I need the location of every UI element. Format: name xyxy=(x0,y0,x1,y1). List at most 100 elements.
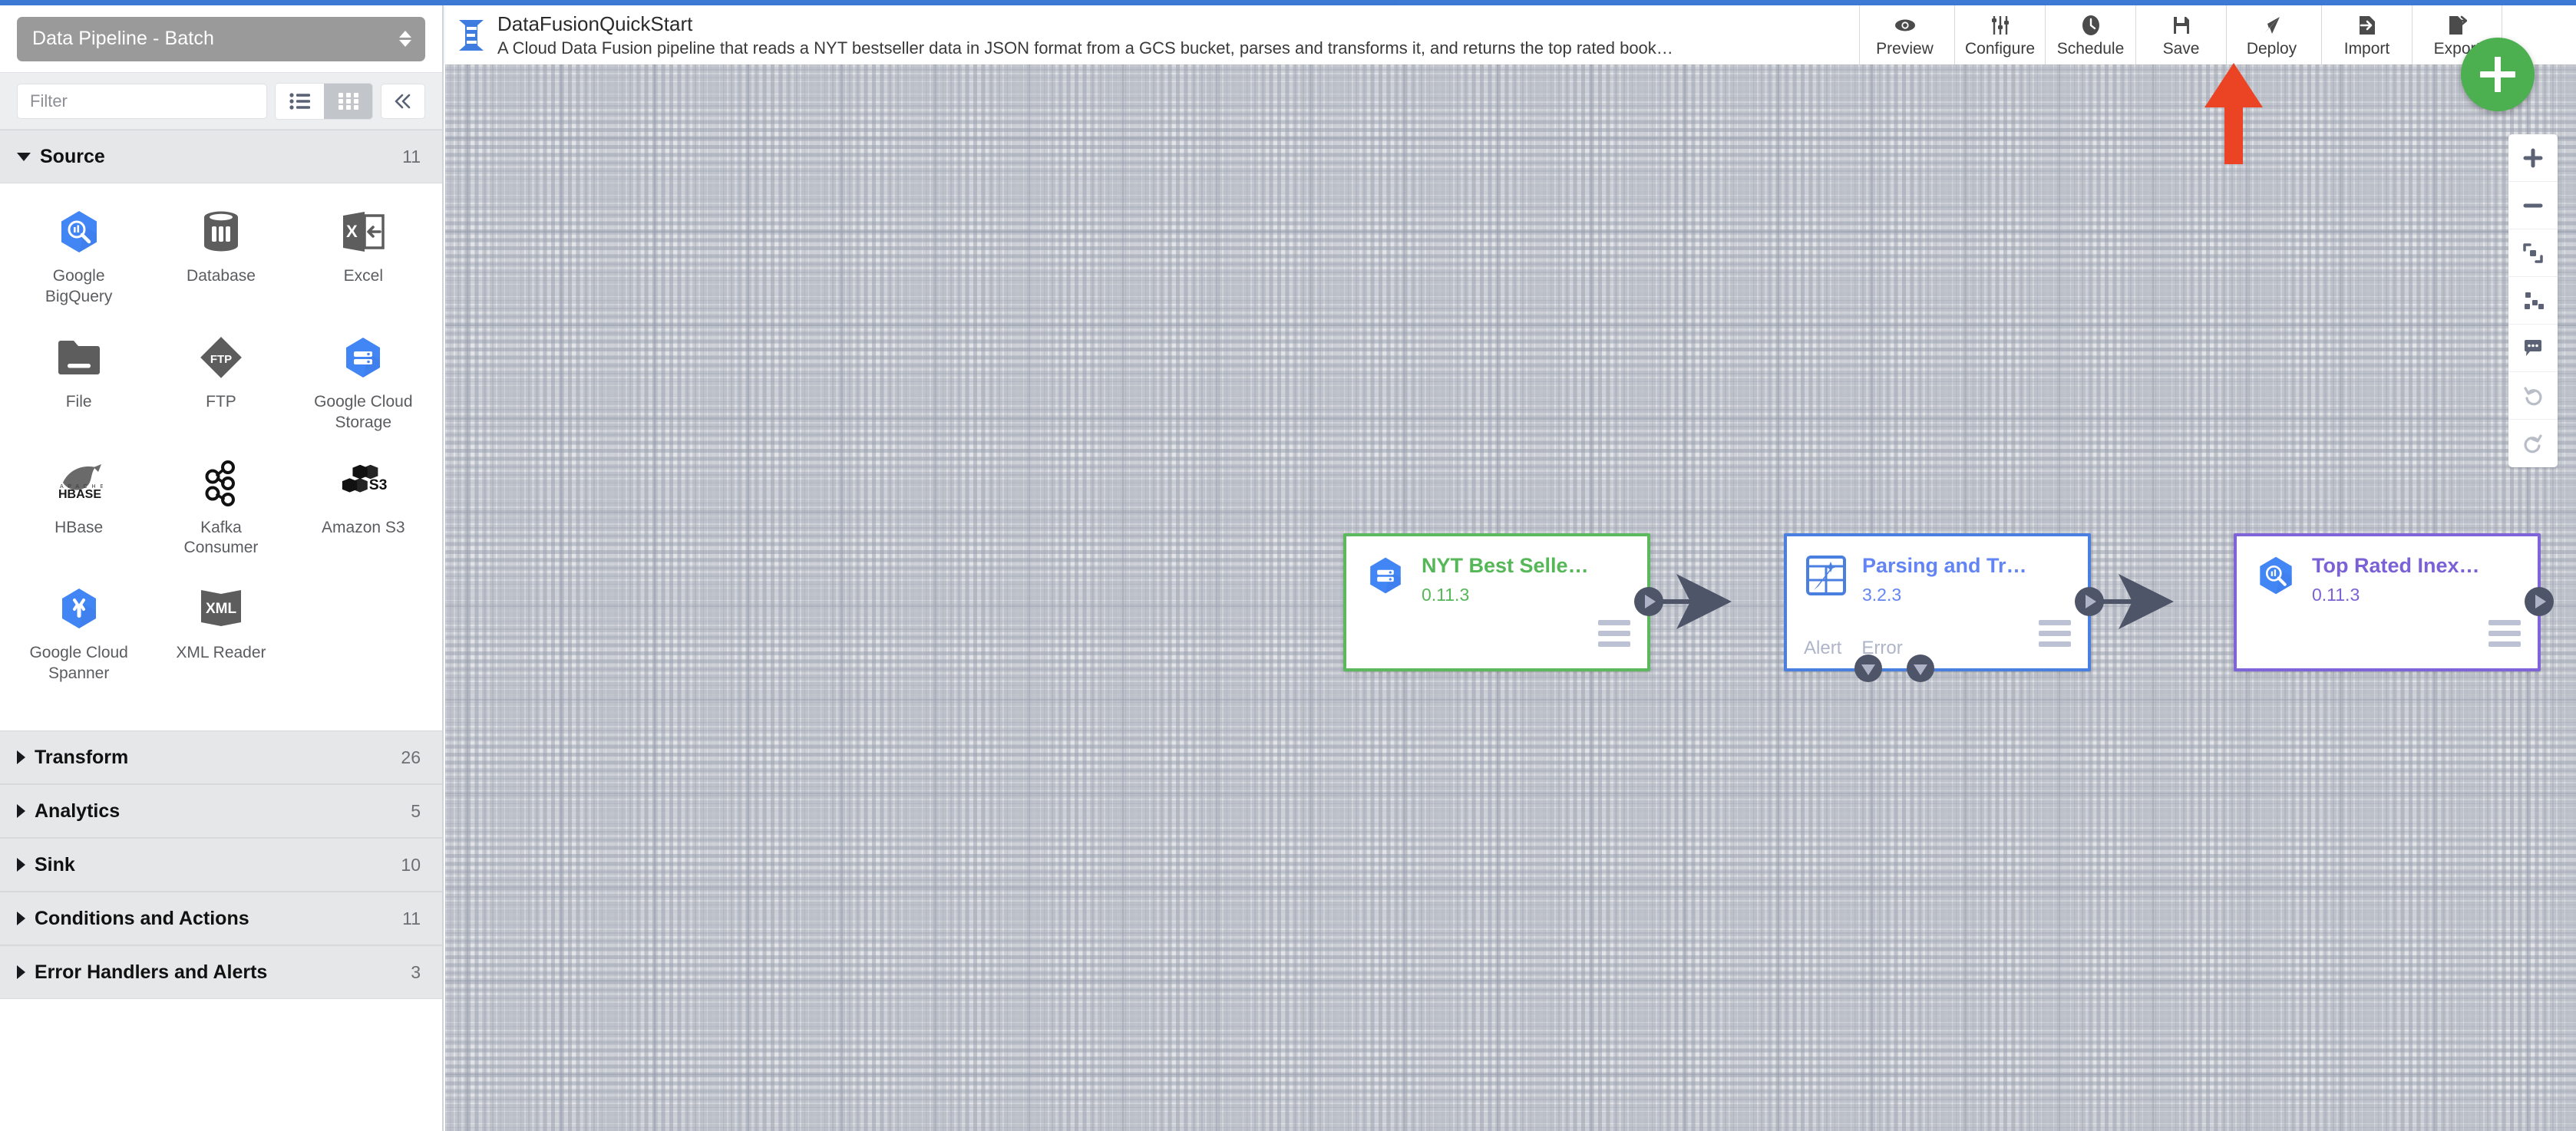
configure-button[interactable]: Configure xyxy=(1954,5,2045,64)
double-chevron-left-icon[interactable] xyxy=(381,83,425,119)
group-count: 11 xyxy=(402,908,421,928)
red-up-arrow-annotation xyxy=(2204,63,2263,164)
xml-reader-icon: XML xyxy=(197,585,245,632)
node-sink-output-port[interactable] xyxy=(2525,587,2554,616)
chevron-right-icon xyxy=(17,858,25,872)
pipeline-node-sink[interactable]: Top Rated Inex… 0.11.3 xyxy=(2234,533,2541,671)
pipeline-node-transform[interactable]: Parsing and Tr… 3.2.3 Alert Error xyxy=(1784,533,2091,671)
paper-plane-icon xyxy=(2261,15,2283,36)
node-title: NYT Best Selle… xyxy=(1422,554,1589,577)
chevron-right-icon xyxy=(17,804,25,818)
pipeline-header: DataFusionQuickStart A Cloud Data Fusion… xyxy=(445,5,2576,64)
wrangler-icon xyxy=(1805,555,1847,596)
list-view-icon[interactable] xyxy=(276,83,324,119)
plugin-group-header-transform[interactable]: Transform 26 xyxy=(0,730,442,784)
chevron-right-icon xyxy=(17,750,25,764)
plugin-kafka-consumer[interactable]: Kafka Consumer xyxy=(150,452,292,570)
group-name: Error Handlers and Alerts xyxy=(35,961,268,983)
action-label: Configure xyxy=(1964,40,2036,58)
plugin-google-cloud-spanner[interactable]: Google Cloud Spanner xyxy=(8,577,150,695)
google-bigquery-icon xyxy=(55,208,103,256)
node-transform-output-port[interactable] xyxy=(2075,587,2104,616)
pipeline-type-row: Data Pipeline - Batch xyxy=(0,5,442,73)
zoom-out-button[interactable] xyxy=(2508,182,2558,229)
group-name: Conditions and Actions xyxy=(35,907,249,929)
undo-button[interactable] xyxy=(2508,372,2558,420)
plugin-hbase[interactable]: A P A C H E HBASE HBase xyxy=(8,452,150,570)
google-cloud-storage-icon xyxy=(339,334,387,381)
node-source-output-port[interactable] xyxy=(1634,587,1663,616)
plugin-group-header-conditions-and-actions[interactable]: Conditions and Actions 11 xyxy=(0,892,442,945)
plugin-group-header-sink[interactable]: Sink 10 xyxy=(0,838,442,892)
hamburger-menu-icon[interactable] xyxy=(2039,620,2071,647)
pipeline-node-source[interactable]: NYT Best Selle… 0.11.3 xyxy=(1343,533,1650,671)
filter-input[interactable] xyxy=(17,83,267,119)
plugin-group-header-analytics[interactable]: Analytics 5 xyxy=(0,784,442,838)
align-nodes-button[interactable] xyxy=(2508,277,2558,325)
svg-text:S3: S3 xyxy=(369,476,387,493)
node-version: 0.11.3 xyxy=(1422,584,1470,605)
file-folder-icon xyxy=(55,334,103,381)
plugin-label: Kafka Consumer xyxy=(183,518,259,557)
import-arrow-icon xyxy=(2357,15,2377,36)
add-plugin-fab[interactable] xyxy=(2461,38,2535,111)
export-arrow-icon xyxy=(2447,15,2467,36)
grid-view-icon[interactable] xyxy=(324,83,372,119)
node-version: 3.2.3 xyxy=(1862,584,1902,605)
chevron-right-icon xyxy=(17,965,25,979)
group-count: 11 xyxy=(402,146,421,167)
comment-bubble-button[interactable] xyxy=(2508,325,2558,372)
plugin-label: Excel xyxy=(343,267,383,285)
google-bigquery-icon xyxy=(2255,555,2297,596)
node-error-ports: Alert Error xyxy=(1804,638,1903,659)
group-name: Transform xyxy=(35,746,129,768)
plugin-group-header-source[interactable]: Source 11 xyxy=(0,130,442,183)
node-error-port[interactable] xyxy=(1907,655,1934,682)
plugin-excel[interactable]: X Excel xyxy=(292,200,434,318)
hamburger-menu-icon[interactable] xyxy=(2488,620,2521,647)
plugin-database[interactable]: Database xyxy=(150,200,292,318)
plugin-amazon-s3[interactable]: S3 Amazon S3 xyxy=(292,452,434,570)
action-label: Import xyxy=(2343,40,2390,58)
schedule-button[interactable]: Schedule xyxy=(2045,5,2135,64)
plugin-sidebar: Data Pipeline - Batch xyxy=(0,5,444,1131)
canvas-controls xyxy=(2508,134,2558,467)
chevron-right-icon xyxy=(17,912,25,925)
plugin-label: FTP xyxy=(206,392,236,411)
pipeline-description: A Cloud Data Fusion pipeline that reads … xyxy=(497,38,1673,58)
source-plugin-grid: Google BigQuery Database xyxy=(0,183,442,709)
plugin-label: XML Reader xyxy=(176,644,266,662)
plugin-google-bigquery[interactable]: Google BigQuery xyxy=(8,200,150,318)
fit-to-screen-button[interactable] xyxy=(2508,229,2558,277)
save-button[interactable]: Save xyxy=(2135,5,2226,64)
plugin-ftp[interactable]: FTP FTP xyxy=(150,326,292,444)
pipeline-type-select[interactable]: Data Pipeline - Batch xyxy=(17,16,425,61)
hamburger-menu-icon[interactable] xyxy=(1598,620,1630,647)
plugin-label: HBase xyxy=(54,518,104,536)
group-count: 3 xyxy=(411,961,421,982)
node-version: 0.11.3 xyxy=(2312,584,2360,605)
top-accent-bar xyxy=(0,0,2576,5)
excel-icon: X xyxy=(339,208,387,256)
plugin-xml-reader[interactable]: XML XML Reader xyxy=(150,577,292,695)
plugin-file[interactable]: File xyxy=(8,326,150,444)
plugin-label: Google BigQuery xyxy=(45,267,113,305)
node-alert-port[interactable] xyxy=(1854,655,1882,682)
top-accent-right xyxy=(1397,0,2576,5)
plugin-google-cloud-storage[interactable]: Google Cloud Storage xyxy=(292,326,434,444)
plugin-group-header-error-handlers-and-alerts[interactable]: Error Handlers and Alerts 3 xyxy=(0,945,442,999)
svg-text:X: X xyxy=(346,222,358,241)
preview-button[interactable]: Preview xyxy=(1859,5,1950,64)
import-button[interactable]: Import xyxy=(2321,5,2412,64)
group-name: Sink xyxy=(35,853,75,875)
svg-text:HBASE: HBASE xyxy=(58,488,101,501)
page-title: DataFusionQuickStart xyxy=(497,12,693,35)
group-count: 10 xyxy=(401,854,421,875)
zoom-in-button[interactable] xyxy=(2508,134,2558,182)
spinner-updown-icon xyxy=(399,31,411,47)
deploy-button[interactable]: Deploy xyxy=(2226,5,2317,64)
ftp-icon: FTP xyxy=(197,334,245,381)
redo-button[interactable] xyxy=(2508,420,2558,467)
plugin-label: Google Cloud Storage xyxy=(314,392,413,431)
pipeline-canvas[interactable]: NYT Best Selle… 0.11.3 Parsing and Tr… 3… xyxy=(445,5,2576,1131)
